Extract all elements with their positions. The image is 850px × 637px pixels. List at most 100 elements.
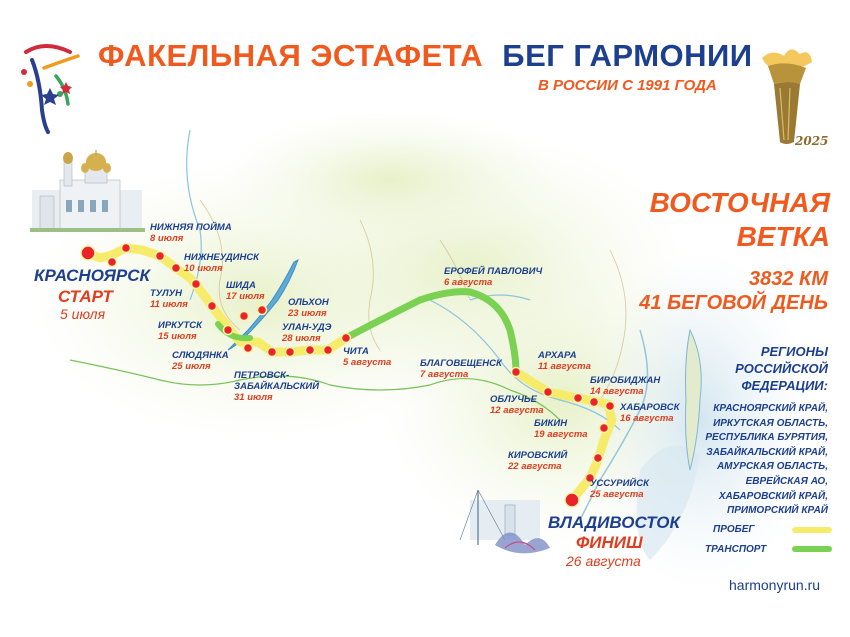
- stop-label-arkhara: АРХАРА 11 августа: [538, 350, 591, 372]
- stop-date: 7 августа: [420, 369, 469, 380]
- region-item: ЕВРЕЙСКАЯ АО,: [745, 475, 828, 487]
- stop-label-kirovsky: КИРОВСКИЙ 22 августа: [508, 450, 567, 472]
- vladivostok-illustration: [459, 489, 550, 554]
- stop-label-nizhneudinsk: НИЖНЕУДИНСК 10 июля: [184, 252, 259, 274]
- stop-name: ЧИТА: [343, 346, 369, 357]
- stop-name: БЛАГОВЕЩЕНСК: [420, 358, 502, 369]
- region-item: АМУРСКАЯ ОБЛАСТЬ,: [716, 461, 828, 473]
- branch-line1: ВОСТОЧНАЯ: [649, 187, 830, 218]
- stop-name: УССУРИЙСК: [590, 478, 649, 489]
- legend-run-label: ПРОБЕГ: [713, 524, 755, 535]
- legend-run-swatch: [792, 527, 832, 533]
- region-border-1: [199, 199, 241, 331]
- stop-dot-route-5[interactable]: [322, 344, 334, 356]
- finish-date: 26 августа: [566, 553, 641, 569]
- border-south: [69, 359, 561, 421]
- stop-dot-bikin[interactable]: [598, 422, 610, 434]
- stop-label-obluchye: ОБЛУЧЬЕ 12 августа: [490, 394, 544, 416]
- lake-baikal: [227, 258, 299, 351]
- stop-date: 25 августа: [590, 489, 644, 500]
- river-amur: [429, 299, 621, 431]
- region-item: РЕСПУБЛИКА БУРЯТИЯ,: [705, 432, 828, 444]
- legend-transport-swatch: [792, 546, 832, 552]
- stop-name: АРХАРА: [538, 350, 577, 361]
- stop-date: 8 июля: [150, 233, 184, 244]
- krasnoyarsk-cathedral-illustration: [30, 150, 145, 232]
- stop-name: ХАБАРОВСК: [620, 402, 680, 413]
- title-blue: БЕГ ГАРМОНИИ: [502, 38, 753, 73]
- stop-dot-vladivostok[interactable]: [564, 492, 580, 508]
- stop-name: КИРОВСКИЙ: [508, 450, 568, 461]
- stop-date: 14 августа: [590, 386, 644, 397]
- stop-date: 15 июля: [158, 331, 197, 342]
- branch-title: ВОСТОЧНАЯ ВЕТКА: [650, 186, 830, 254]
- stop-name: НИЖНЕУДИНСК: [184, 252, 260, 263]
- branch-line2: ВЕТКА: [736, 221, 830, 252]
- coastline: [579, 329, 649, 521]
- transport-route-baikal: [215, 321, 253, 342]
- stop-dot-ussuriysk[interactable]: [584, 472, 596, 484]
- website-link[interactable]: harmonyrun.ru: [729, 577, 821, 593]
- region-border-2: [359, 219, 381, 351]
- stop-dot-blagoveshchensk[interactable]: [510, 366, 522, 378]
- stop-dot-birobidzhan[interactable]: [588, 396, 600, 408]
- sakhalin-island: [685, 328, 702, 471]
- stop-dot-tulun[interactable]: [190, 278, 202, 290]
- regions-title: РЕГИОНЫ РОССИЙСКОЙ ФЕДЕРАЦИИ:: [735, 344, 828, 393]
- transport-route-amur: [466, 288, 520, 376]
- stop-label-erofey-pavlovich: ЕРОФЕЙ ПАВЛОВИЧ 6 августа: [444, 266, 542, 288]
- stop-date: 16 августа: [620, 413, 674, 424]
- stop-label-bikin: БИКИН 19 августа: [534, 418, 588, 440]
- stop-dot-route-2[interactable]: [154, 250, 166, 262]
- torch-illustration: [762, 49, 812, 144]
- stop-label-chita: ЧИТА 5 августа: [343, 346, 391, 368]
- region-item: ПРИМОРСКИЙ КРАЙ: [727, 505, 828, 517]
- stop-label-irkutsk: ИРКУТСК 15 июля: [158, 320, 202, 342]
- stop-dot-kirovsky[interactable]: [592, 452, 604, 464]
- year-label: 2025: [795, 134, 829, 148]
- region-item: КРАСНОЯРСКИЙ КРАЙ,: [713, 403, 828, 414]
- finish-city: ВЛАДИВОСТОК: [548, 513, 680, 532]
- stop-label-petrovsk: ПЕТРОВСК-ЗАБАЙКАЛЬСКИЙ 31 июля: [234, 370, 334, 403]
- stop-date: 17 июля: [226, 291, 265, 302]
- river-yenisei: [186, 129, 202, 301]
- stop-dot-petrovsk[interactable]: [284, 346, 296, 358]
- stop-date: 22 августа: [508, 461, 562, 472]
- stop-dot-nizhnyaya-poyma[interactable]: [120, 242, 132, 254]
- stop-label-olkhon: ОЛЬХОН 23 июля: [288, 297, 329, 319]
- stop-dot-khabarovsk[interactable]: [604, 400, 616, 412]
- stop-dot-krasnoyarsk[interactable]: [80, 245, 96, 261]
- stop-name: ЕРОФЕЙ ПАВЛОВИЧ: [444, 266, 543, 277]
- stop-date: 23 июля: [288, 308, 327, 319]
- stop-name: НИЖНЯЯ ПОЙМА: [150, 222, 232, 233]
- distance-stat: 3832 КМ: [748, 268, 828, 290]
- stop-dot-arkhara[interactable]: [572, 392, 584, 404]
- stop-label-slyudyanka: СЛЮДЯНКА 25 июля: [172, 350, 229, 372]
- stop-dot-irkutsk[interactable]: [222, 324, 234, 336]
- start-role: СТАРТ: [58, 287, 113, 306]
- stop-dot-nizhneudinsk[interactable]: [170, 262, 182, 274]
- stop-dot-obluchye[interactable]: [542, 386, 554, 398]
- stop-date: 19 августа: [534, 429, 588, 440]
- land-wash-north: [220, 110, 560, 250]
- stop-dot-route-1[interactable]: [106, 256, 118, 268]
- stop-name: БИРОБИДЖАН: [590, 375, 661, 386]
- stop-dot-shida[interactable]: [238, 310, 250, 322]
- stop-date: 25 июля: [172, 361, 211, 372]
- legend-transport-label: ТРАНСПОРТ: [705, 544, 767, 555]
- stop-dot-olkhon[interactable]: [256, 304, 268, 316]
- stop-dot-slyudyanka[interactable]: [242, 342, 254, 354]
- stop-name: СЛЮДЯНКА: [172, 350, 229, 361]
- finish-role: ФИНИШ: [576, 533, 643, 552]
- harmony-run-logo: [21, 44, 80, 134]
- stop-label-birobidzhan: БИРОБИДЖАН 14 августа: [590, 375, 660, 397]
- stop-dot-route-3[interactable]: [206, 300, 218, 312]
- stop-name: УЛАН-УДЭ: [282, 322, 332, 333]
- stop-dot-chita[interactable]: [340, 332, 352, 344]
- stop-label-nizhnyaya-poyma: НИЖНЯЯ ПОЙМА 8 июля: [150, 222, 232, 244]
- stop-dot-route-4[interactable]: [266, 346, 278, 358]
- title-orange: ФАКЕЛЬНАЯ ЭСТАФЕТА: [98, 38, 484, 73]
- stop-dot-ulan-ude[interactable]: [304, 344, 316, 356]
- days-stat: 41 БЕГОВОЙ ДЕНЬ: [639, 292, 828, 314]
